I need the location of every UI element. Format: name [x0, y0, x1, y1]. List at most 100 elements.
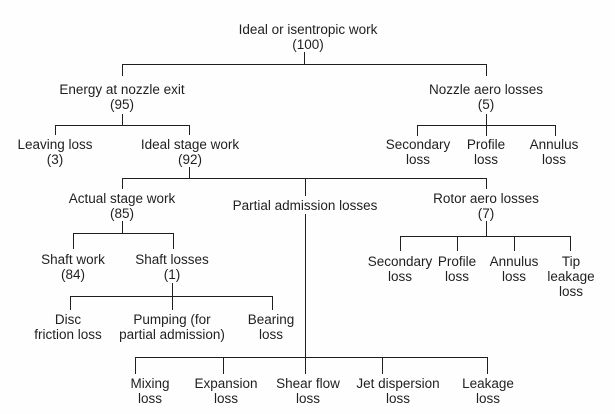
node-label: Bearing — [247, 312, 295, 327]
node-jet-dispersion-loss: Jet dispersion loss — [356, 376, 439, 406]
node-nozzle-annulus-loss: Annulus loss — [530, 137, 579, 167]
node-value: (100) — [292, 37, 324, 52]
connector-line — [135, 357, 136, 374]
connector-line — [122, 64, 487, 65]
node-label: Leakage — [462, 376, 514, 391]
node-label: friction loss — [34, 327, 102, 342]
node-value: (95) — [109, 97, 135, 112]
node-energy-at-nozzle-exit: Energy at nozzle exit (95) — [59, 82, 184, 112]
connector-line — [486, 221, 487, 236]
node-leakage-loss: Leakage loss — [462, 376, 514, 406]
node-label: loss — [475, 391, 500, 406]
connector-line — [514, 236, 515, 251]
node-label: Partial admission losses — [232, 198, 378, 213]
node-label: loss — [385, 391, 411, 406]
connector-line — [305, 178, 306, 196]
node-label: Energy at nozzle exit — [59, 82, 185, 97]
connector-line — [400, 236, 570, 237]
connector-line — [305, 214, 306, 357]
node-value: (84) — [60, 267, 85, 282]
node-label: Annulus — [489, 254, 539, 269]
node-label: Shaft work — [41, 252, 105, 267]
connector-line — [122, 64, 123, 76]
node-label: Profile — [466, 137, 506, 152]
connector-line — [172, 283, 173, 296]
connector-line — [55, 125, 56, 135]
connector-line — [382, 357, 383, 374]
node-value: (5) — [477, 97, 495, 112]
connector-line — [70, 296, 71, 310]
node-label: Ideal stage work — [140, 137, 240, 152]
node-nozzle-aero-losses: Nozzle aero losses (5) — [429, 82, 543, 112]
node-ideal-isentropic-work: Ideal or isentropic work (100) — [239, 22, 378, 52]
connector-line — [135, 357, 487, 358]
node-value: (3) — [46, 152, 64, 167]
connector-line — [73, 233, 173, 234]
connector-line — [73, 233, 74, 249]
node-label: Annulus — [529, 137, 579, 152]
node-pumping-loss: Pumping (for partial admission) — [119, 312, 225, 342]
node-label: Pumping (for — [133, 312, 211, 327]
node-label: loss — [137, 391, 163, 406]
node-label: leakage — [547, 269, 595, 284]
connector-line — [189, 125, 190, 135]
node-shaft-work: Shaft work (84) — [41, 252, 105, 282]
node-label: loss — [258, 327, 284, 342]
node-label: Rotor aero losses — [433, 191, 539, 206]
connector-line — [417, 125, 418, 136]
node-expansion-loss: Expansion loss — [194, 376, 257, 406]
connector-line — [555, 125, 556, 136]
node-label: loss — [405, 152, 431, 167]
connector-line — [570, 236, 571, 251]
node-nozzle-secondary-loss: Secondary loss — [386, 137, 451, 167]
connector-line — [487, 357, 488, 374]
node-tip-leakage-loss: Tip leakage loss — [547, 254, 594, 299]
connector-line — [189, 167, 190, 178]
connector-line — [486, 114, 487, 125]
node-nozzle-profile-loss: Profile loss — [467, 137, 505, 167]
node-value: (7) — [477, 206, 495, 221]
node-disc-friction-loss: Disc friction loss — [34, 312, 102, 342]
connector-line — [173, 233, 174, 249]
node-label: Mixing — [130, 376, 170, 391]
connector-line — [122, 178, 123, 189]
node-shaft-losses: Shaft losses (1) — [135, 252, 209, 282]
node-value: (85) — [109, 206, 134, 221]
node-ideal-stage-work: Ideal stage work (92) — [141, 137, 239, 167]
node-label: loss — [295, 391, 321, 406]
node-value: (1) — [163, 267, 181, 282]
connector-line — [304, 52, 305, 64]
connector-line — [55, 125, 190, 126]
node-rotor-aero-losses: Rotor aero losses (7) — [433, 191, 539, 221]
node-rotor-secondary-loss: Secondary loss — [368, 254, 433, 284]
node-shear-flow-loss: Shear flow loss — [276, 376, 340, 406]
node-bearing-loss: Bearing loss — [248, 312, 295, 342]
node-label: partial admission) — [119, 327, 225, 342]
connector-line — [272, 296, 273, 310]
node-rotor-profile-loss: Profile loss — [438, 254, 476, 284]
node-value: (92) — [177, 152, 202, 167]
connector-line — [172, 296, 173, 310]
node-label: Disc — [54, 312, 82, 327]
connector-line — [486, 178, 487, 189]
node-label: loss — [213, 391, 239, 406]
node-label: Leaving loss — [17, 137, 93, 152]
node-label: Nozzle aero losses — [428, 82, 544, 97]
connector-line — [122, 114, 123, 125]
connector-line — [305, 357, 306, 374]
connector-line — [486, 64, 487, 76]
node-label: Profile — [437, 254, 477, 269]
node-label: Jet dispersion — [356, 376, 440, 391]
node-actual-stage-work: Actual stage work (85) — [69, 191, 176, 221]
node-label: Actual stage work — [68, 191, 176, 206]
connector-line — [457, 236, 458, 251]
node-label: Secondary — [385, 137, 451, 152]
node-label: loss — [501, 269, 527, 284]
connector-line — [486, 125, 487, 136]
connector-line — [122, 221, 123, 233]
node-label: loss — [558, 284, 584, 299]
node-partial-admission-losses: Partial admission losses — [233, 198, 378, 213]
connector-line — [70, 296, 272, 297]
node-label: Tip — [561, 254, 581, 269]
